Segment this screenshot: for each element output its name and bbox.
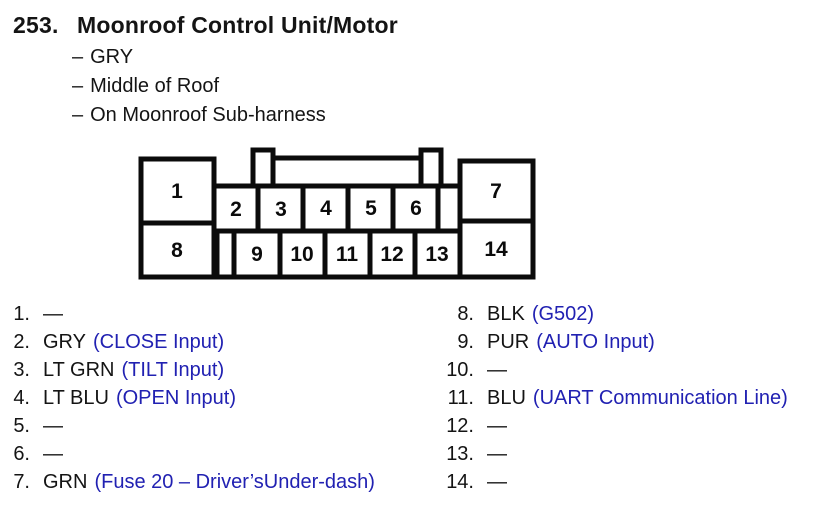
connector-key-slot-top <box>435 183 463 234</box>
connector-latch-bar <box>252 155 442 189</box>
pin-function-link[interactable]: (TILT Input) <box>121 359 225 381</box>
connector-pin-label-10: 10 <box>290 243 313 266</box>
connector-pin-label-4: 4 <box>320 197 332 220</box>
pin-number: 4. <box>13 387 30 409</box>
item-number: 253. <box>13 12 59 38</box>
pin-number: 2. <box>13 331 30 353</box>
pin-row-2: 2. GRY (CLOSE Input) <box>0 328 400 356</box>
pin-row-8: 8. BLK (G502) <box>400 300 814 328</box>
pin-row-10: 10. — <box>400 356 814 384</box>
connector-pin-label-11: 11 <box>336 243 359 266</box>
pin-function-link[interactable]: (Fuse 20 – Driver’sUnder-dash) <box>94 471 375 493</box>
pin-number: 7. <box>13 471 30 493</box>
attribute-item: –GRY <box>72 43 326 72</box>
connector-pin-label-5: 5 <box>365 197 377 220</box>
pin-row-5: 5. — <box>0 412 400 440</box>
attribute-item: –On Moonroof Sub-harness <box>72 101 326 130</box>
pin-wire-color: — <box>43 443 63 465</box>
pin-wire-color: — <box>487 471 507 493</box>
dash-bullet: – <box>72 104 84 126</box>
pin-wire-color: — <box>487 415 507 437</box>
connector-pin-label-7: 7 <box>490 180 502 203</box>
connector-pin-cell-2 <box>211 183 261 234</box>
attribute-list: –GRY –Middle of Roof –On Moonroof Sub-ha… <box>72 43 326 130</box>
pin-wire-color: — <box>487 443 507 465</box>
pin-row-12: 12. — <box>400 412 814 440</box>
page-title: Moonroof Control Unit/Motor <box>77 12 398 38</box>
pin-row-13: 13. — <box>400 440 814 468</box>
connector-pin-label-3: 3 <box>275 198 287 221</box>
attribute-text: Middle of Roof <box>90 75 220 97</box>
pin-function-link[interactable]: (UART Communication Line) <box>532 387 788 409</box>
dash-bullet: – <box>72 75 84 97</box>
pin-row-7: 7. GRN (Fuse 20 – Driver’sUnder-dash) <box>0 468 400 496</box>
pin-list-right: 8. BLK (G502) 9. PUR (AUTO Input) 10. — … <box>400 300 814 496</box>
pin-wire-color: BLU <box>487 387 526 409</box>
connector-latch-post-left <box>250 147 276 191</box>
connector-latch-post-right <box>418 147 444 191</box>
attribute-text: GRY <box>90 46 134 68</box>
pin-wire-color: — <box>43 415 63 437</box>
pin-row-14: 14. — <box>400 468 814 496</box>
connector-pin-cell-8 <box>138 220 217 280</box>
pin-wire-color: PUR <box>487 331 530 353</box>
pin-wire-color: GRN <box>43 471 88 493</box>
connector-pin-label-1: 1 <box>171 180 183 203</box>
pin-number: 12. <box>446 415 474 437</box>
pin-wire-color: GRY <box>43 331 86 353</box>
pin-wire-color: — <box>487 359 507 381</box>
pin-row-4: 4. LT BLU (OPEN Input) <box>0 384 400 412</box>
dash-bullet: – <box>72 46 84 68</box>
pin-number: 11. <box>447 387 474 409</box>
pin-number: 6. <box>13 443 30 465</box>
pin-number: 1. <box>13 303 30 325</box>
attribute-item: –Middle of Roof <box>72 72 326 101</box>
pin-row-1: 1. — <box>0 300 400 328</box>
connector-pin-cell-9 <box>231 228 283 280</box>
pin-row-9: 9. PUR (AUTO Input) <box>400 328 814 356</box>
connector-pin-cell-13 <box>412 228 463 280</box>
pin-function-link[interactable]: (AUTO Input) <box>536 331 655 353</box>
connector-pin-label-6: 6 <box>410 197 422 220</box>
connector-pin-label-13: 13 <box>425 243 448 266</box>
pin-row-6: 6. — <box>0 440 400 468</box>
connector-pin-label-8: 8 <box>171 239 183 262</box>
connector-key-slot-bottom <box>214 228 237 280</box>
pin-row-3: 3. LT GRN (TILT Input) <box>0 356 400 384</box>
pin-number: 8. <box>457 303 474 325</box>
pin-wire-color: LT GRN <box>43 359 115 381</box>
pin-number: 5. <box>13 415 30 437</box>
pin-function-link[interactable]: (CLOSE Input) <box>92 331 225 353</box>
pin-wire-color: — <box>43 303 63 325</box>
pin-number: 3. <box>13 359 30 381</box>
pin-wire-color: LT BLU <box>43 387 109 409</box>
pin-list-left: 1. — 2. GRY (CLOSE Input) 3. LT GRN (TIL… <box>0 300 400 496</box>
pin-number: 9. <box>457 331 474 353</box>
connector-pin-label-2: 2 <box>230 198 242 221</box>
connector-pin-label-14: 14 <box>484 238 508 261</box>
attribute-text: On Moonroof Sub-harness <box>90 104 326 126</box>
pin-wire-color: BLK <box>487 303 525 325</box>
connector-pin-cell-11 <box>322 228 373 280</box>
pin-function-link[interactable]: (G502) <box>531 303 595 325</box>
pin-number: 10. <box>446 359 474 381</box>
pin-number: 13. <box>446 443 474 465</box>
connector-pin-label-9: 9 <box>251 243 263 266</box>
pin-row-11: 11. BLU (UART Communication Line) <box>400 384 814 412</box>
connector-pin-label-12: 12 <box>380 243 403 266</box>
connector-pin-cell-10 <box>277 228 328 280</box>
pin-function-link[interactable]: (OPEN Input) <box>115 387 237 409</box>
pin-number: 14. <box>446 471 474 493</box>
